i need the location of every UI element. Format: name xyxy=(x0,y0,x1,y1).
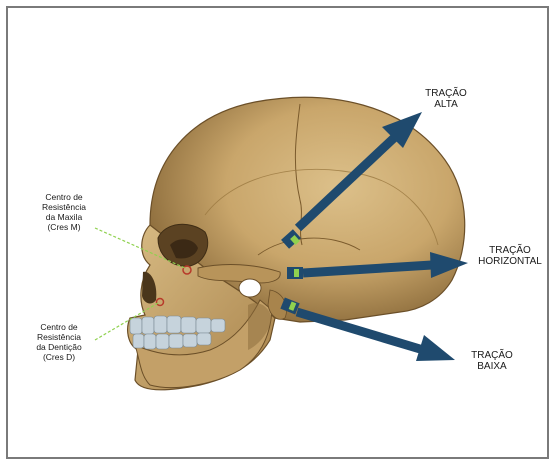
label-tracao-horizontal: TRAÇÃO HORIZONTAL xyxy=(470,245,550,267)
arrow-tracao-baixa xyxy=(297,312,455,361)
ear-canal xyxy=(239,279,261,297)
traction-hook-horizontal xyxy=(287,267,303,279)
label-cres-m: Centro de Resistência da Maxila (Cres M) xyxy=(28,192,100,232)
label-tracao-alta: TRAÇÃO ALTA xyxy=(418,88,474,110)
label-cres-d: Centro de Resistência da Dentição (Cres … xyxy=(22,322,96,362)
label-tracao-baixa: TRAÇÃO BAIXA xyxy=(462,350,522,372)
